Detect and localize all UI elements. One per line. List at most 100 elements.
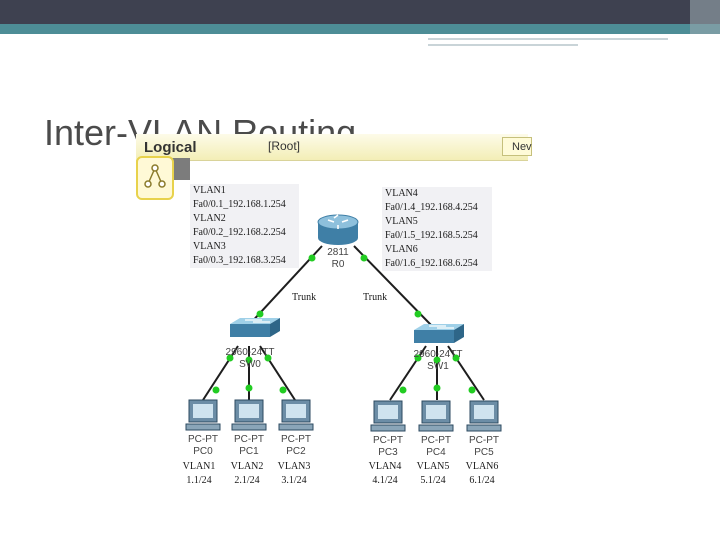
workspace-toolbar: Logical [Root] Nev <box>136 134 532 161</box>
pc-name: PC5 <box>474 447 494 458</box>
port-status-lights <box>212 254 476 394</box>
info-line: Fa0/0.3_192.168.3.254 <box>193 255 286 266</box>
pc-vlan: VLAN1 <box>182 461 216 472</box>
pc-vlan-note: VLAN6 6.1/24 <box>457 460 507 488</box>
pc-icon[interactable] <box>418 400 454 432</box>
pc-address: 1.1/24 <box>186 475 212 486</box>
port-up-light <box>414 354 422 362</box>
pc-address: 2.1/24 <box>234 475 260 486</box>
pc-vlan-note: VLAN5 5.1/24 <box>408 460 458 488</box>
switch-model: 2960-24TT <box>413 349 463 360</box>
port-up-light <box>452 354 460 362</box>
info-line: Fa0/1.6_192.168.6.254 <box>385 258 478 269</box>
info-line: VLAN6 <box>385 244 418 255</box>
header-rule <box>428 38 668 40</box>
link-sw0-pc2 <box>259 345 296 401</box>
pc-vlan-note: VLAN2 2.1/24 <box>222 460 272 488</box>
port-up-light <box>256 310 264 318</box>
router-label: 2811 R0 <box>318 247 358 271</box>
pc-model: PC-PT <box>373 435 403 446</box>
pc-model: PC-PT <box>421 435 451 446</box>
pc-vlan-note: VLAN3 3.1/24 <box>269 460 319 488</box>
pc-vlan: VLAN2 <box>230 461 264 472</box>
pc-label: PC-PT PC5 <box>464 435 504 459</box>
pc-label: PC-PT PC3 <box>368 435 408 459</box>
info-line: Fa0/0.2_192.168.2.254 <box>193 227 286 238</box>
port-up-light <box>468 386 476 394</box>
pc-name: PC4 <box>426 447 446 458</box>
logical-tab[interactable]: Logical <box>138 136 248 158</box>
link-sw1-pc5 <box>447 345 485 401</box>
switch-name: SW0 <box>239 359 261 370</box>
router-subinterfaces-left: VLAN1 Fa0/0.1_192.168.1.254 VLAN2 Fa0/0.… <box>190 184 299 268</box>
info-line: VLAN3 <box>193 241 226 252</box>
pc-label: PC-PT PC4 <box>416 435 456 459</box>
port-up-light <box>308 254 316 262</box>
pc-address: 5.1/24 <box>420 475 446 486</box>
pc-vlan: VLAN4 <box>368 461 402 472</box>
info-line: Fa0/0.1_192.168.1.254 <box>193 199 286 210</box>
pc-vlan: VLAN5 <box>416 461 450 472</box>
slide-header-corner <box>690 0 720 34</box>
pc-label: PC-PT PC2 <box>276 434 316 458</box>
pc-vlan: VLAN6 <box>465 461 499 472</box>
pc-name: PC1 <box>239 446 259 457</box>
pc-icon[interactable] <box>278 399 314 431</box>
port-up-light <box>433 384 441 392</box>
pc-address: 4.1/24 <box>372 475 398 486</box>
pc-address: 3.1/24 <box>281 475 307 486</box>
info-line: Fa0/1.4_192.168.4.254 <box>385 202 478 213</box>
trunk-label: Trunk <box>363 292 388 303</box>
info-line: Fa0/1.5_192.168.5.254 <box>385 230 478 241</box>
port-up-light <box>399 386 407 394</box>
switch-label: 2960-24TT SW1 <box>402 349 474 373</box>
switch-model: 2960-24TT <box>225 347 275 358</box>
pc-name: PC3 <box>378 447 398 458</box>
root-breadcrumb[interactable]: [Root] <box>268 139 301 153</box>
router-subinterfaces-right: VLAN4 Fa0/1.4_192.168.4.254 VLAN5 Fa0/1.… <box>382 187 492 271</box>
port-up-light <box>279 386 287 394</box>
router-icon[interactable] <box>317 214 359 245</box>
pc-model: PC-PT <box>469 435 499 446</box>
logical-view-icon[interactable] <box>136 156 174 200</box>
port-up-light <box>245 384 253 392</box>
link-sw1-pc3 <box>389 345 427 401</box>
router-model: 2811 <box>327 247 349 258</box>
pc-icon[interactable] <box>185 399 221 431</box>
pc-name: PC2 <box>286 446 306 457</box>
pc-icon[interactable] <box>231 399 267 431</box>
link-sw0-pc0 <box>202 345 239 401</box>
slide-header-bar <box>0 0 720 24</box>
pc-model: PC-PT <box>234 434 264 445</box>
switch-label: 2960-24TT SW0 <box>214 347 286 371</box>
pc-label: PC-PT PC1 <box>229 434 269 458</box>
port-up-light <box>212 386 220 394</box>
info-line: VLAN5 <box>385 216 418 227</box>
pc-model: PC-PT <box>188 434 218 445</box>
pc-vlan-note: VLAN4 4.1/24 <box>360 460 410 488</box>
switch-icon[interactable] <box>230 318 280 337</box>
header-rule <box>428 44 578 46</box>
switch-icon[interactable] <box>414 324 464 343</box>
port-up-light <box>245 356 253 364</box>
port-up-light <box>226 354 234 362</box>
pc-address: 6.1/24 <box>469 475 495 486</box>
pc-name: PC0 <box>193 446 213 457</box>
slide-header-accent <box>0 24 720 34</box>
port-up-light <box>414 310 422 318</box>
logical-label: Logical <box>144 139 197 156</box>
port-up-light <box>360 254 368 262</box>
trunk-label: Trunk <box>292 292 317 303</box>
pc-icon[interactable] <box>466 400 502 432</box>
workspace-thumbnail <box>170 158 190 180</box>
switch-name: SW1 <box>427 361 449 372</box>
new-cluster-button[interactable]: Nev <box>502 137 532 156</box>
pc-vlan-note: VLAN1 1.1/24 <box>174 460 224 488</box>
pc-vlan: VLAN3 <box>277 461 311 472</box>
pc-icon[interactable] <box>370 400 406 432</box>
info-line: VLAN4 <box>385 188 418 199</box>
router-name: R0 <box>331 259 345 270</box>
port-up-light <box>433 356 441 364</box>
info-line: VLAN2 <box>193 213 226 224</box>
